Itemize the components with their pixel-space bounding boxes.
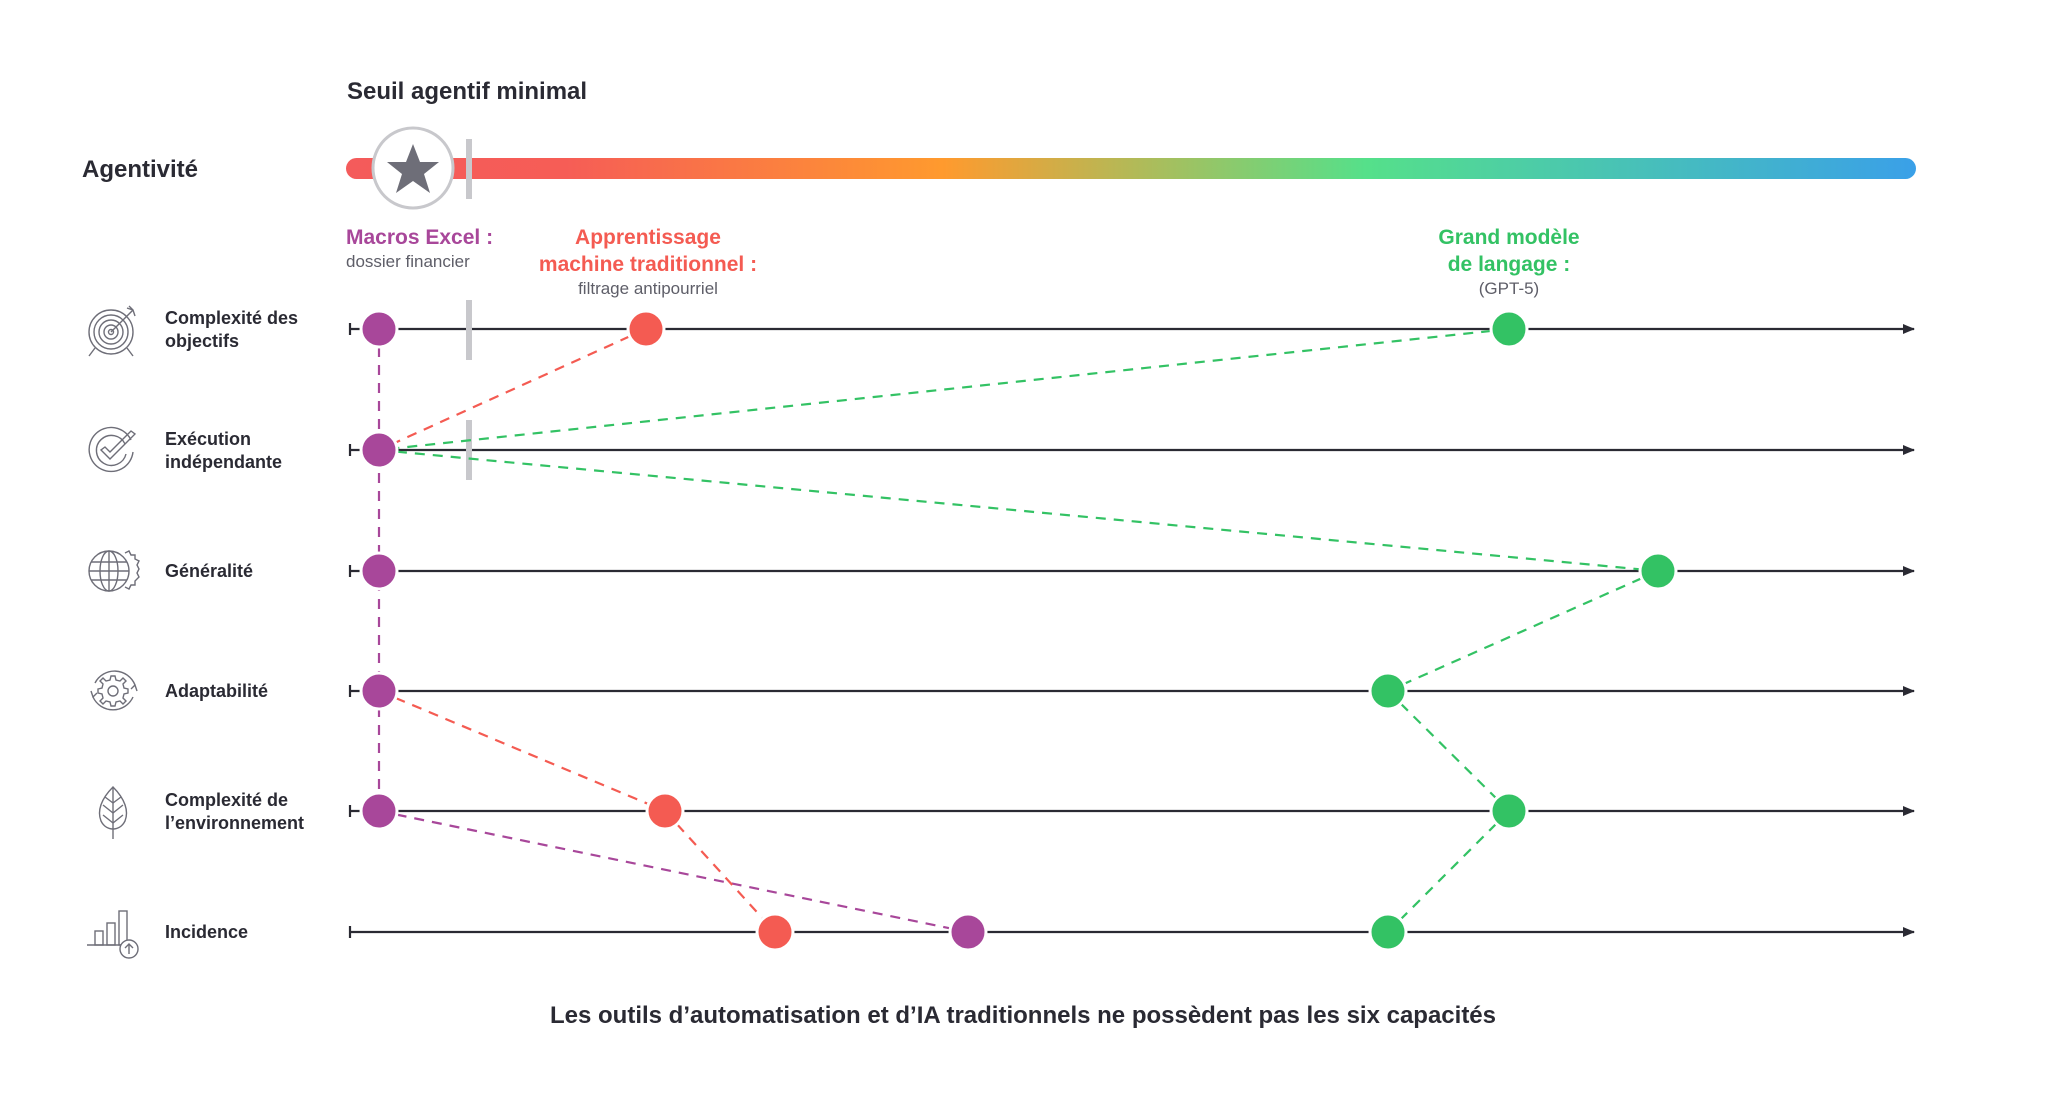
macros-connectors <box>377 329 969 934</box>
point-macros-row-5 <box>359 791 399 831</box>
llm-subtitle: (GPT-5) <box>1478 279 1540 298</box>
agentivity-gradient-bar <box>346 158 1916 179</box>
ml-title-line1: Apprentissage <box>575 226 721 249</box>
check-circle-icon <box>88 426 137 473</box>
figure-caption: Les outils d’automatisation et d’IA trad… <box>549 1002 1497 1029</box>
point-ml-row-5 <box>645 791 685 831</box>
point-ml-row-6 <box>755 912 795 952</box>
row-label-independent-execution: Exécution indépendante <box>165 428 282 474</box>
llm-points <box>1368 309 1678 952</box>
row-label-environment-complexity: Complexité de l’environnement <box>165 789 304 835</box>
agentivity-axis-label: Agentivité <box>82 156 199 183</box>
point-macros-row-4 <box>359 671 399 711</box>
leaf-icon <box>98 786 128 839</box>
macros-points <box>359 309 988 952</box>
threshold-title: Seuil agentif minimal <box>347 78 588 105</box>
point-llm-row-3 <box>1638 551 1678 591</box>
point-macros-row-3 <box>359 551 399 591</box>
ml-connectors <box>378 327 776 933</box>
point-macros-row-1 <box>359 309 399 349</box>
point-ml-row-1 <box>626 309 666 349</box>
star-badge <box>371 126 455 210</box>
bar-chart-up-icon <box>87 910 139 959</box>
point-llm-row-4 <box>1368 671 1408 711</box>
axis-row-4 <box>348 685 1915 697</box>
row-label-line: l’environnement <box>165 813 305 833</box>
axis-row-5 <box>348 805 1915 817</box>
axis-row-1 <box>348 323 1915 335</box>
row-label-line: objectifs <box>165 331 240 351</box>
star-icon <box>387 144 439 193</box>
llm-connectors <box>378 327 1659 933</box>
point-llm-row-6 <box>1368 912 1408 952</box>
legend-macros: Macros Excel : dossier financier <box>346 224 493 273</box>
row-label-line: Complexité de <box>165 790 289 810</box>
ml-points <box>626 309 795 952</box>
llm-title-line1: Grand modèle <box>1438 226 1580 249</box>
legend-llm: Grand modèle de langage : (GPT-5) <box>1438 224 1579 300</box>
row-label-line: Adaptabilité <box>165 681 269 701</box>
threshold-markers <box>466 139 472 480</box>
row-label-adaptability: Adaptabilité <box>165 680 268 703</box>
row-label-line: Généralité <box>165 561 254 581</box>
row-label-line: Incidence <box>165 922 249 942</box>
row-label-line: Exécution <box>165 429 252 449</box>
row-label-line: Complexité des <box>165 308 299 328</box>
axis-row-6 <box>348 926 1915 938</box>
globe-gear-icon <box>88 550 140 592</box>
llm-title-line2: de langage : <box>1447 253 1571 276</box>
row-axes <box>348 323 1915 938</box>
ml-title-line2: machine traditionnel : <box>538 253 758 276</box>
row-label-goal-complexity: Complexité des objectifs <box>165 307 298 353</box>
target-icon <box>88 305 136 357</box>
row-label-generality: Généralité <box>165 560 253 583</box>
point-macros-row-6 <box>948 912 988 952</box>
legend-ml: Apprentissage machine traditionnel : fil… <box>539 224 757 300</box>
ml-subtitle: filtrage antipourriel <box>578 279 718 298</box>
point-llm-row-5 <box>1489 791 1529 831</box>
axis-row-3 <box>348 565 1915 577</box>
gear-cycle-icon <box>90 670 138 711</box>
macros-subtitle: dossier financier <box>346 252 470 271</box>
point-llm-row-1 <box>1489 309 1529 349</box>
row-label-line: indépendante <box>165 452 283 472</box>
point-macros-row-2 <box>359 430 399 470</box>
axis-row-2 <box>348 444 1915 456</box>
macros-title: Macros Excel : <box>346 226 494 249</box>
row-label-impact: Incidence <box>165 921 248 944</box>
